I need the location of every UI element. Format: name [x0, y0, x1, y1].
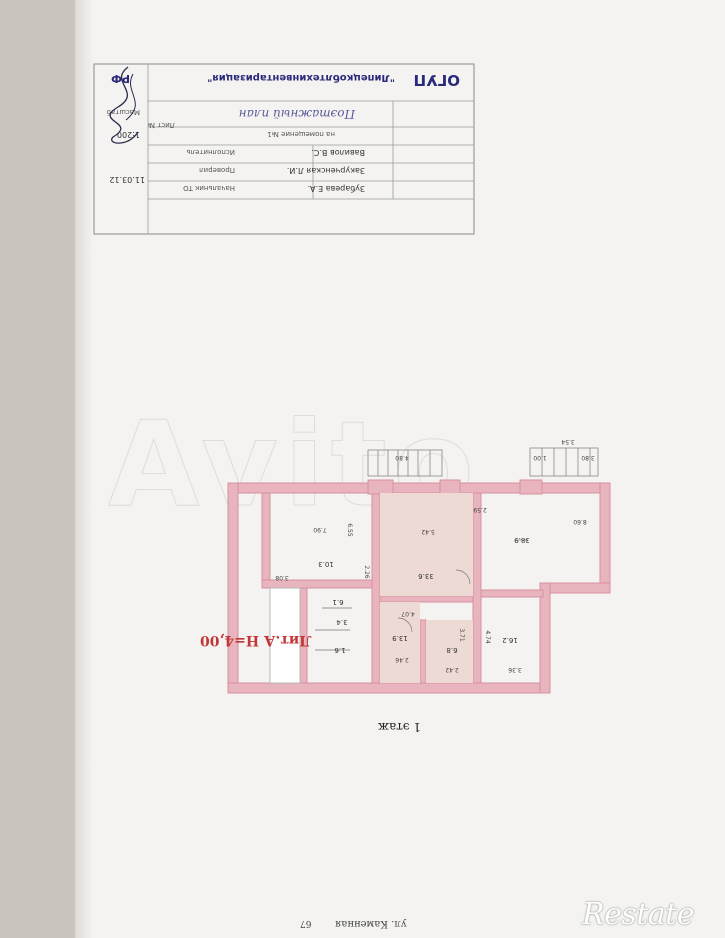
stamp-row-name: Зубарева Е.А.	[308, 184, 365, 193]
stamp-object-label: Поэтажный план	[239, 107, 356, 121]
floor-label: 1 этаж	[378, 720, 422, 734]
house-number: 67	[300, 918, 312, 928]
door-swing	[397, 617, 413, 633]
room-area: 10.3	[318, 560, 334, 568]
plan-room	[269, 587, 301, 684]
dimension-label: 2.42	[445, 666, 459, 673]
entry-stairs	[529, 447, 599, 477]
stamp-address-note: на помещение №1	[267, 130, 335, 138]
stamp-org-short: ОГУП	[414, 71, 460, 89]
title-block-stamp: ОГУП "Липецкоблтехинвентаризация" РФ Поэ…	[93, 63, 475, 235]
plan-wall	[480, 589, 544, 598]
stamp-sheet-label: Лист №	[148, 121, 175, 129]
restate-watermark: Restate	[582, 897, 695, 932]
room-area: 3.4	[336, 618, 348, 626]
dimension-label: 4.07	[401, 610, 415, 617]
room-area: 6.1	[332, 598, 343, 606]
document-sheet	[75, 0, 725, 938]
street-label: ул. Каменная	[335, 918, 407, 929]
dimension-label: 8.60	[573, 518, 587, 525]
dimension-label: 1.00	[533, 454, 547, 461]
plan-wall	[439, 479, 461, 495]
highlighted-room	[426, 620, 473, 683]
stamp-row-date: 11.03.12	[109, 175, 145, 184]
stamp-row-role: Проверил	[199, 166, 235, 174]
plan-wall	[539, 582, 551, 694]
dimension-label: 6.55	[346, 523, 353, 537]
plan-wall	[371, 492, 381, 684]
stamp-row-name: Закурченская Л.И.	[287, 166, 365, 175]
plan-partition	[315, 607, 352, 651]
dimension-label: 3.71	[458, 628, 465, 642]
plan-wall	[519, 479, 543, 495]
room-area: 33.6	[418, 572, 434, 580]
room-area: 1.6	[334, 646, 346, 654]
plan-wall	[227, 482, 611, 494]
plan-wall	[227, 682, 549, 694]
stamp-scale-value: 1:200	[117, 130, 140, 139]
stamp-org-name: "Липецкоблтехинвентаризация"	[207, 72, 395, 84]
dimension-label: 4.80	[395, 454, 409, 461]
dimension-label: 7.90	[313, 526, 327, 533]
room-area: 13.9	[392, 634, 408, 642]
plan-wall	[227, 482, 239, 694]
door-swing	[455, 569, 471, 585]
stamp-scale-label: Масштаб	[107, 108, 140, 116]
room-area: 38.9	[514, 536, 530, 544]
highlighted-room	[380, 493, 473, 596]
dimension-label: 3.08	[275, 574, 289, 581]
stamp-border	[93, 63, 475, 235]
dimension-label: 2.46	[395, 656, 409, 663]
stamp-row-name: Вавилов В.С.	[311, 148, 365, 157]
highlighted-room	[380, 602, 420, 683]
dimension-label: 3.36	[508, 666, 522, 673]
plan-wall	[419, 619, 427, 684]
dimension-label: 3.54	[561, 438, 575, 445]
stamp-row-role: Исполнитель	[186, 148, 235, 156]
room-area: 16.2	[502, 636, 518, 644]
building-mark-label: Лит.А Н=4,00	[200, 632, 312, 648]
plan-wall	[367, 479, 394, 495]
entry-stairs	[367, 449, 443, 477]
plan-wall	[472, 492, 482, 684]
dimension-label: 3.80	[581, 454, 595, 461]
dimension-label: 2.26	[363, 565, 370, 579]
room-area: 6.8	[446, 646, 457, 654]
plan-wall	[599, 482, 611, 594]
dimension-label: 2.59	[473, 506, 487, 513]
stamp-region: РФ	[111, 72, 130, 85]
dimension-label: 4.74	[484, 630, 491, 644]
dimension-label: 5.42	[421, 528, 435, 535]
stamp-row-role: Начальник ТО	[183, 184, 235, 192]
plan-wall	[261, 492, 271, 588]
plan-wall	[379, 595, 474, 603]
sheet-edge-shade	[75, 0, 93, 938]
handwritten-signature	[109, 66, 139, 144]
